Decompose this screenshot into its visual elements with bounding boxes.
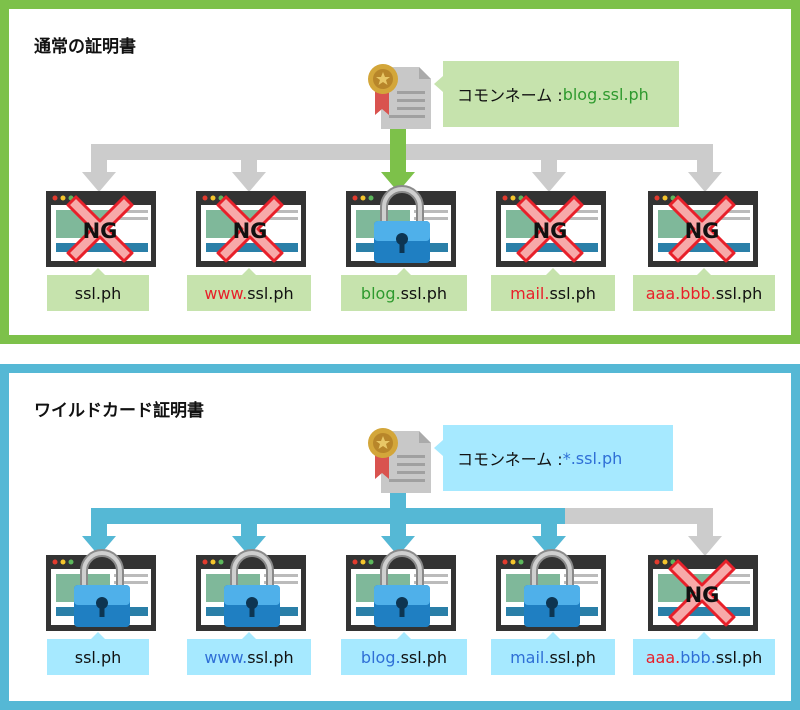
site-label-blog-ssl-ph: blog.ssl.ph (341, 632, 467, 675)
ng-text: NG (232, 219, 268, 243)
site-window-www-ssl-ph (196, 549, 306, 631)
site-label-aaa-bbb-ssl-ph: aaa.bbb.ssl.ph (633, 268, 775, 311)
ng-cross-icon (66, 195, 134, 263)
common-name-bubble: コモンネーム : *.ssl.ph (434, 425, 673, 491)
arrow-connectors (82, 493, 722, 556)
ng-cross-icon (668, 195, 736, 263)
padlock-icon (224, 549, 280, 627)
site-window-blog-ssl-ph (346, 549, 456, 631)
site-label-mail-ssl-ph: mail.ssl.ph (491, 632, 615, 675)
ng-text: NG (532, 219, 568, 243)
ng-text: NG (684, 583, 720, 607)
certificate-icon (367, 425, 437, 503)
site-window-www-ssl-ph: NG (196, 191, 306, 267)
common-name-value: *.ssl.ph (562, 448, 623, 468)
site-label-www-ssl-ph: www.ssl.ph (187, 632, 311, 675)
wildcard-certificate-section: ワイルドカード証明書 コモンネ (0, 364, 800, 710)
site-window-aaa-bbb-ssl-ph: NG (648, 555, 758, 631)
site-window-mail-ssl-ph: NG (496, 191, 606, 267)
padlock-icon (374, 549, 430, 627)
site-label-aaa-bbb-ssl-ph: aaa.bbb.ssl.ph (633, 632, 775, 675)
site-label-mail-ssl-ph: mail.ssl.ph (491, 268, 615, 311)
site-label-ssl-ph: ssl.ph (47, 268, 149, 311)
ng-text: NG (82, 219, 118, 243)
common-name-label: コモンネーム : (457, 86, 563, 105)
common-name-label: コモンネーム : (457, 450, 563, 469)
site-label-ssl-ph: ssl.ph (47, 632, 149, 675)
site-window-ssl-ph (46, 549, 156, 631)
certificate-icon (367, 61, 437, 139)
site-label-blog-ssl-ph: blog.ssl.ph (341, 268, 467, 311)
site-window-mail-ssl-ph (496, 549, 606, 631)
site-label-www-ssl-ph: www.ssl.ph (187, 268, 311, 311)
ng-cross-icon (668, 559, 736, 627)
padlock-icon (74, 549, 130, 627)
padlock-icon (374, 185, 430, 263)
ng-text: NG (684, 219, 720, 243)
site-window-blog-ssl-ph (346, 185, 456, 267)
site-window-ssl-ph: NG (46, 191, 156, 267)
common-name-value: blog.ssl.ph (562, 84, 649, 104)
site-window-aaa-bbb-ssl-ph: NG (648, 191, 758, 267)
ng-cross-icon (216, 195, 284, 263)
padlock-icon (524, 549, 580, 627)
ng-cross-icon (516, 195, 584, 263)
arrow-connectors (82, 129, 722, 192)
common-name-bubble: コモンネーム : blog.ssl.ph (434, 61, 679, 127)
section-title: ワイルドカード証明書 (34, 401, 204, 421)
normal-certificate-section: 通常の証明書 コモンネーム : blog.ssl (0, 0, 800, 344)
section-title: 通常の証明書 (34, 37, 136, 57)
